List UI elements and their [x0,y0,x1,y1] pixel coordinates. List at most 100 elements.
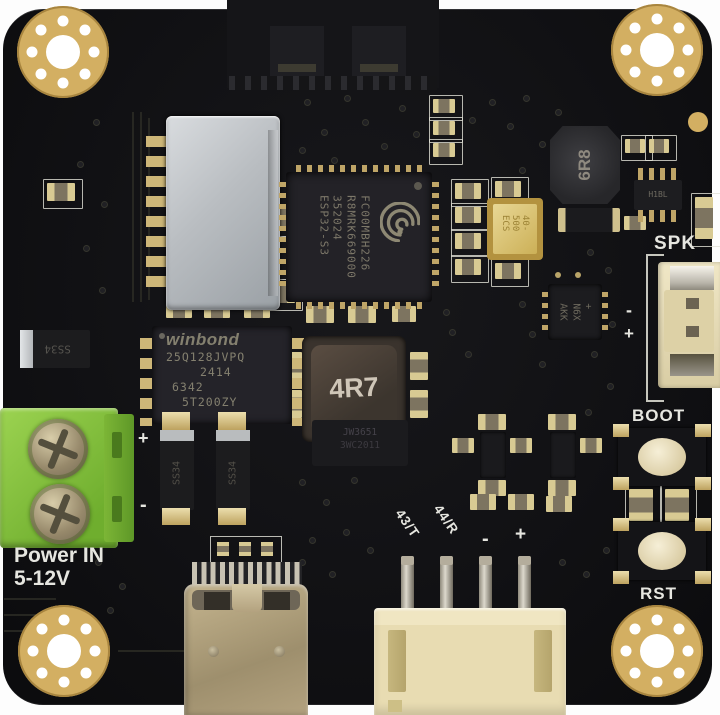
amp-pin-dot [575,272,581,278]
passive-component [433,99,455,113]
passive-component [452,438,474,453]
passive-component [455,183,481,199]
flash-marking-line: 6342 [172,379,204,394]
pcb-trace [4,598,56,600]
via [324,500,329,505]
via [606,268,611,273]
esd-part [217,542,229,556]
usb-esd-silkbox [210,536,282,564]
passive-silk-outline [451,203,489,231]
passive-component [433,143,455,157]
boot-label: BOOT [632,406,686,425]
sot23-pads-top [638,168,680,180]
passive-component [455,207,481,223]
rst-label: RST [640,584,677,603]
flash-marking-line: 25Q128JVPQ [166,350,246,364]
esp32-marking-line: FC00MBH226 [358,195,372,272]
passive-silk-outline [691,193,720,247]
usb-c-notch [204,592,230,610]
diode-band [20,330,33,368]
usb-shell-rivet [274,646,285,657]
spk-minus-label: - [626,300,632,320]
passive-component [47,183,75,201]
sd-slot-pins [146,136,166,292]
via [592,352,597,357]
flash-pins-left [140,338,152,426]
esp32-s3-chip: ESP32-S3 352024 R8MRK669000 FC00MBH226 [286,172,432,302]
pcb-trace [140,112,142,302]
jst-slot-right [534,630,552,692]
diode-pad [218,412,246,430]
passive-component [695,197,713,239]
power-plus-label: + [138,428,149,448]
top-connector-panel [270,26,324,78]
passive-component [665,489,689,521]
crystal-face [493,204,537,254]
via [352,478,357,483]
passive-component [508,494,534,510]
esp32-pin1-dot [414,182,422,190]
diode-ss34-a: SS34 [160,430,194,510]
via [78,162,83,167]
top-connector-slot [360,64,398,72]
passive-component [455,233,481,249]
diode-marking: SS34 [171,461,183,486]
microsd-slot-shield [166,116,280,310]
mounting-hole-bottom-left [18,605,110,697]
passive-component [548,480,576,496]
jst-pin [518,556,531,612]
rst-button-cap [638,532,686,570]
button-pad [695,477,711,490]
passive-component [548,414,576,430]
spk-metal-clip-top [670,266,714,290]
via [490,100,495,105]
diode-ss34-left: SS34 [20,330,90,368]
power-in-label: Power IN [14,544,104,567]
spk-cavity [664,290,714,352]
via [530,332,535,337]
regulator-marking-line: 3WC2011 [339,440,381,452]
usb-c-pins [192,562,302,586]
via [120,584,125,589]
via [414,132,419,137]
smd-diode [558,208,620,232]
diode-marking: SS34 [227,461,239,486]
spk-plus-label: + [624,324,634,343]
via [310,538,315,543]
diode-marking: SS34 [44,342,71,356]
passive-component [410,390,428,418]
via [560,560,565,565]
power-minus-label: - [140,494,147,516]
passive-component [455,259,481,275]
button-pad [613,571,629,584]
via [368,548,373,553]
via [520,168,525,173]
sot23-pads-bottom [638,210,680,222]
crystal-marking-line: ECS [500,215,510,232]
button-pad [613,518,629,531]
regulator-marking-line: JW3651 [342,427,378,438]
passive-silk-outline [429,117,463,143]
power-voltage-label: 5-12V [14,567,71,590]
via [94,120,99,125]
amp-marking-line: N6X [570,303,582,321]
usb-c-tab [232,584,262,612]
via [322,130,327,135]
power-terminal-flange [104,414,134,542]
passive-component [410,352,428,380]
jst-pin [401,556,414,612]
usb-c-connector [184,584,308,715]
passive-component [580,438,602,453]
amp-pads-right [602,292,608,334]
flash-marking-line: 2414 [200,364,232,379]
via [608,384,613,389]
passive-component [625,139,645,153]
power-inductor-marking: 4R7 [328,371,380,405]
spk-metal-clip-bottom [670,354,714,376]
amp-pads-left [542,292,548,334]
jst-pin [440,556,453,612]
via [444,310,449,315]
pin-label-plus: + [515,524,527,545]
via [108,608,113,613]
